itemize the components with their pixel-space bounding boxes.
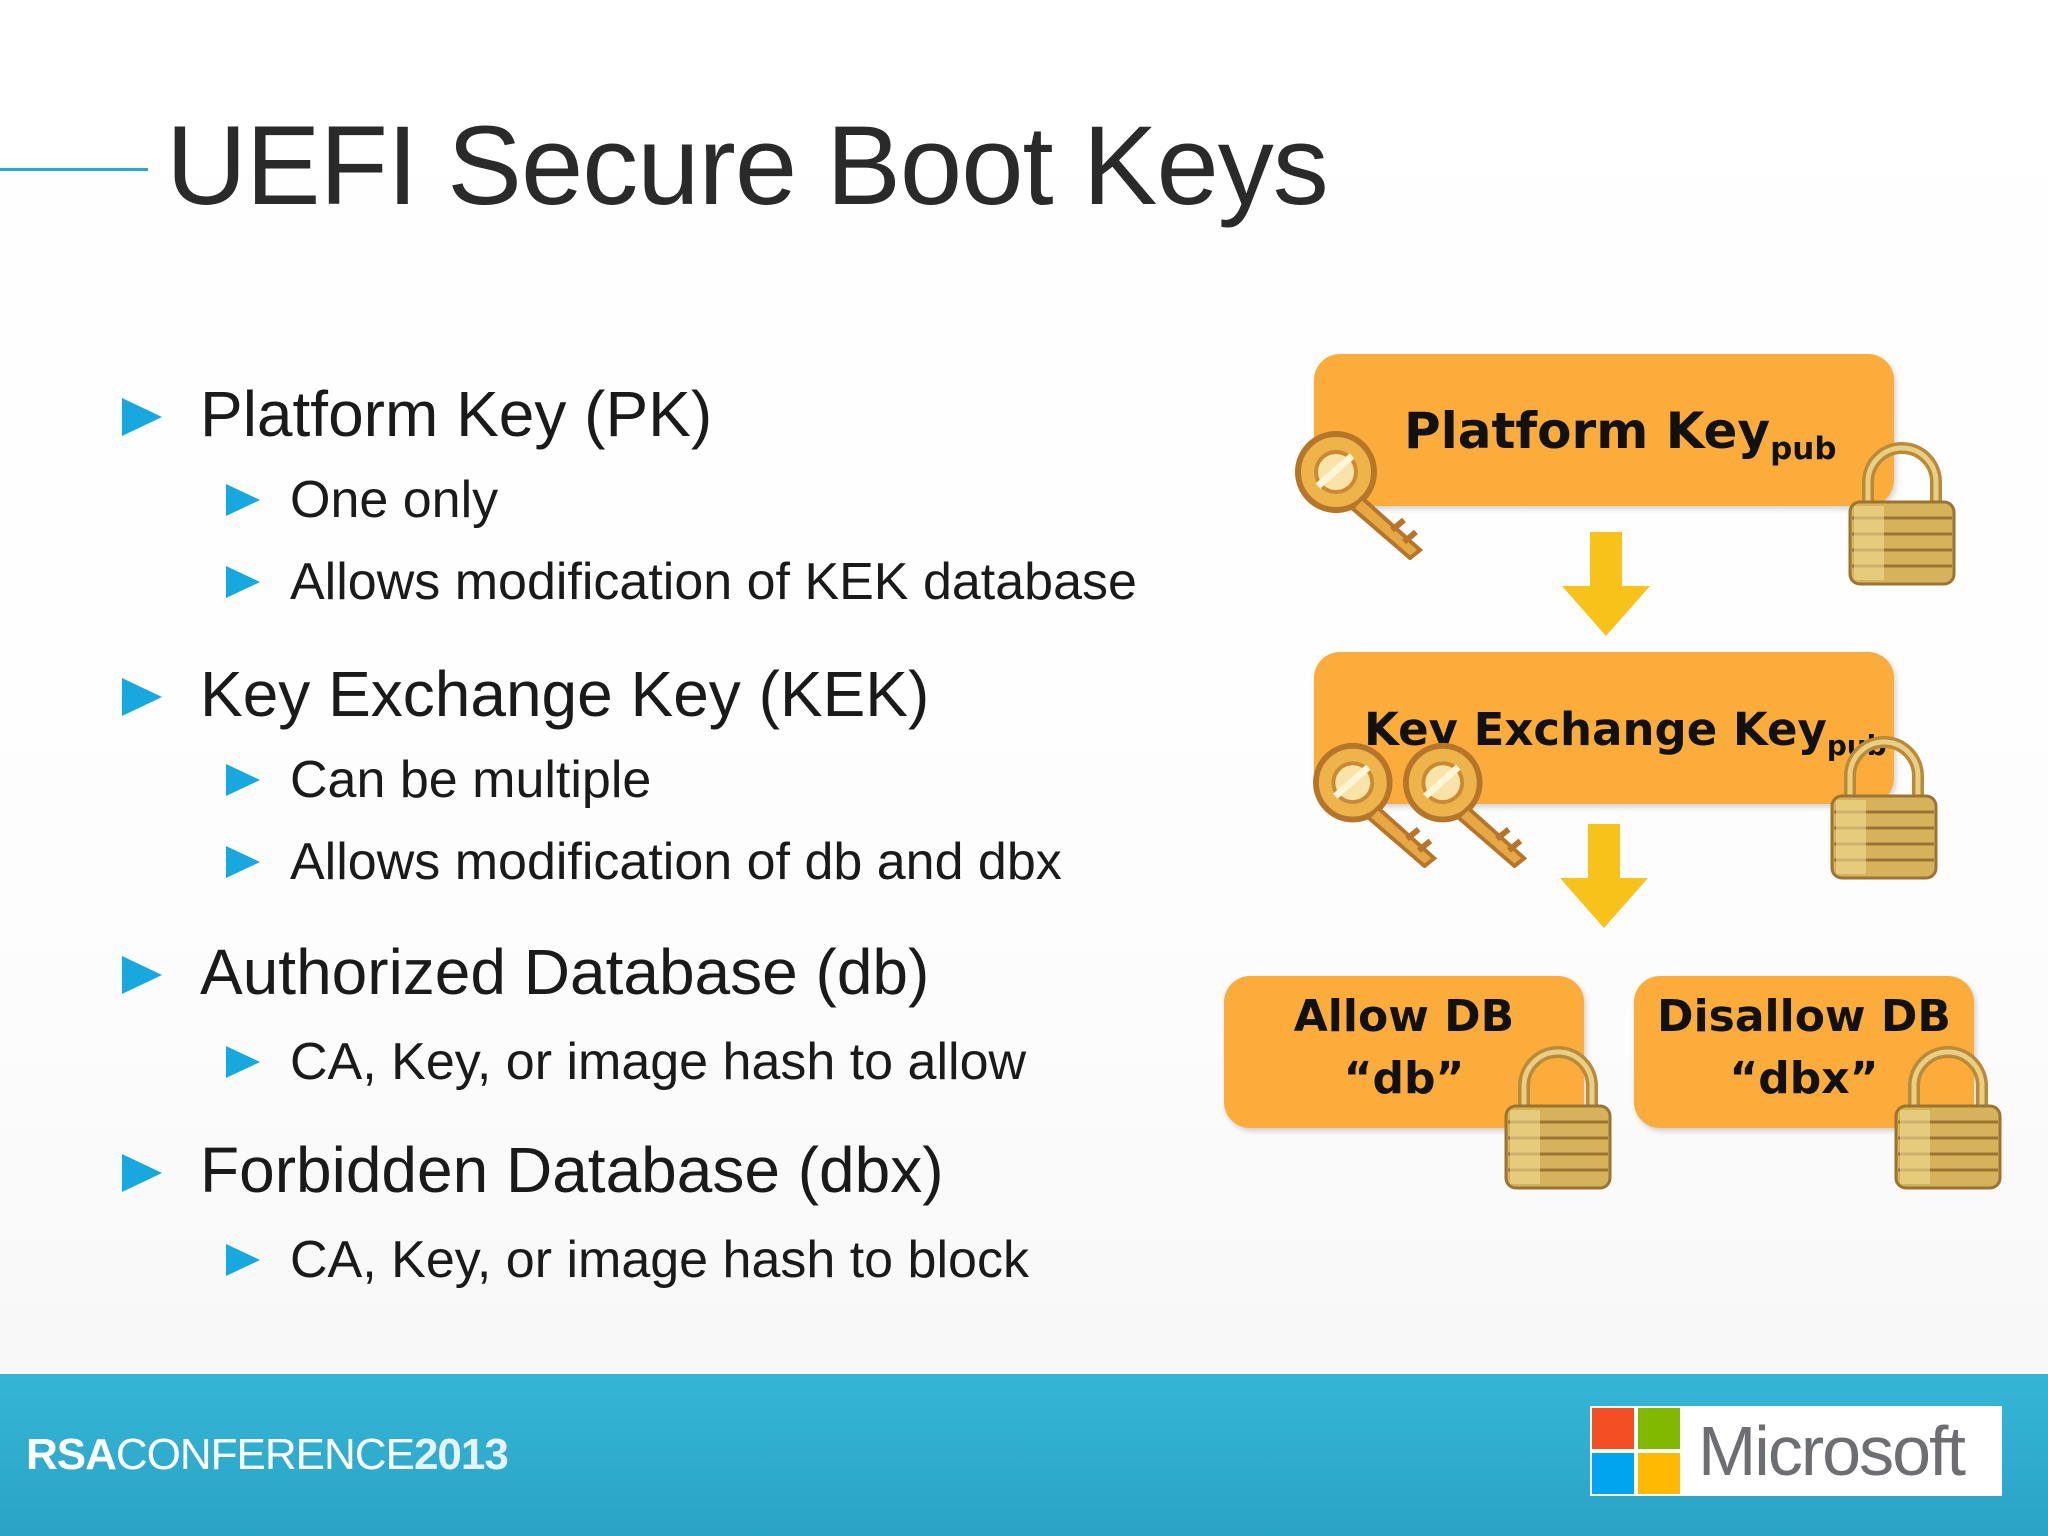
sub-bullet-arrow-icon (226, 1244, 260, 1276)
sub-bullet-item: CA, Key, or image hash to allow (290, 1033, 1027, 1091)
slide-title: UEFI Secure Boot Keys (166, 103, 1329, 228)
down-arrow-icon (1560, 824, 1648, 928)
allow-db-label: Allow DB “db” (1224, 986, 1584, 1110)
allow-db-line1: Allow DB (1293, 991, 1515, 1042)
sub-bullet-arrow-icon (226, 846, 260, 878)
sub-bullet-arrow-icon (226, 566, 260, 598)
disallow-db-label: Disallow DB “dbx” (1634, 986, 1974, 1110)
microsoft-wordmark: Microsoft (1698, 1412, 1966, 1490)
microsoft-flag-icon (1592, 1408, 1680, 1494)
platform-key-box (1314, 354, 1894, 506)
bullet-item: Key Exchange Key (KEK) (200, 658, 930, 730)
bullet-arrow-icon (122, 398, 162, 436)
allow-db-line2: “db” (1343, 1053, 1465, 1104)
title-accent-line (0, 168, 148, 171)
padlock-icon (1894, 1046, 2002, 1190)
bullet-arrow-icon (122, 678, 162, 716)
sub-bullet-item: Allows modification of db and dbx (290, 833, 1062, 891)
sub-bullet-item: Can be multiple (290, 751, 652, 809)
sub-bullet-arrow-icon (226, 1046, 260, 1078)
bullet-item: Forbidden Database (dbx) (200, 1134, 944, 1206)
bullet-item: Authorized Database (db) (200, 936, 930, 1008)
sub-bullet-item: Allows modification of KEK database (290, 553, 1137, 611)
disallow-db-line2: “dbx” (1729, 1053, 1879, 1104)
key-icon (1313, 742, 1438, 868)
sub-bullet-item: One only (290, 471, 499, 529)
padlock-icon (1830, 736, 1938, 880)
padlock-icon (1848, 442, 1956, 586)
padlock-icon (1504, 1046, 1612, 1190)
bullet-arrow-icon (122, 1154, 162, 1192)
disallow-db-line1: Disallow DB (1657, 991, 1951, 1042)
sub-bullet-arrow-icon (226, 764, 260, 796)
key-icon (1295, 431, 1424, 560)
key-icon (1403, 742, 1528, 868)
sub-bullet-item: CA, Key, or image hash to block (290, 1231, 1029, 1289)
sub-bullet-arrow-icon (226, 484, 260, 516)
bullet-item: Platform Key (PK) (200, 378, 713, 450)
rsa-conference-logo: RSACONFERENCE2013 (26, 1430, 509, 1479)
down-arrow-icon (1562, 532, 1650, 636)
bullet-arrow-icon (122, 956, 162, 994)
platform-key-label: Platform Keypub (1404, 402, 1837, 467)
